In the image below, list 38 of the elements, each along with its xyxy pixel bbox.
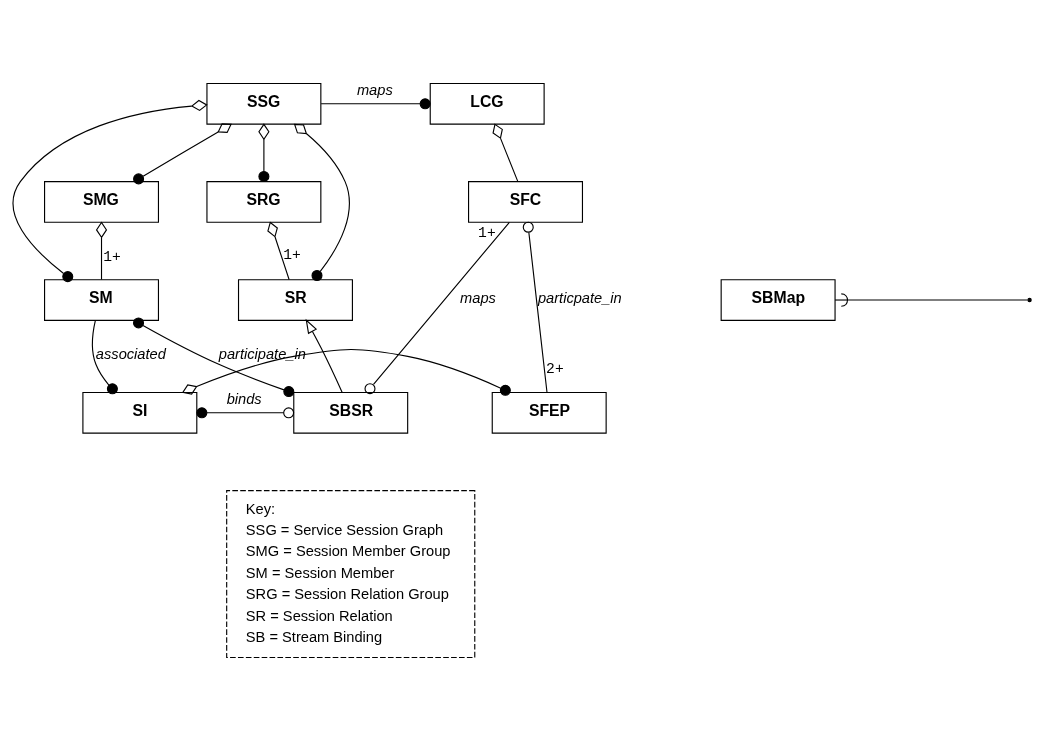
connector: [95, 220, 108, 280]
label: 1+: [478, 224, 496, 241]
connector: [133, 316, 295, 397]
node-box: SBSR: [293, 391, 409, 434]
edge-label: particpate_in: [537, 289, 622, 306]
edge-label: associated: [95, 345, 166, 362]
arrow: [305, 318, 343, 393]
label: 1+: [103, 248, 121, 265]
connector: [196, 406, 295, 418]
edge-label: maps: [460, 289, 496, 306]
connector: [492, 122, 519, 182]
edge-label: maps: [356, 81, 393, 98]
connector: [293, 123, 350, 281]
node-box: SM: [44, 278, 160, 321]
connector: [320, 97, 431, 109]
node-box: SI: [82, 391, 198, 434]
node-box: SRG: [206, 180, 322, 223]
connector: [267, 220, 290, 280]
connector: [522, 221, 548, 393]
edge-label: binds: [226, 390, 262, 407]
label: 2+: [546, 360, 564, 377]
node-box: SFC: [468, 180, 584, 223]
connector: [181, 348, 511, 396]
edge-label: participate_in: [218, 345, 306, 362]
node-box: Key: SSG = Service Session Graph SMG = Session Member Group SM = Session Member SRG = Session Relation Group SR = Session Relation SB = Stream Binding: [226, 489, 476, 658]
node-box: LCG: [429, 82, 545, 125]
node-box: SBMap: [720, 278, 836, 321]
connector: [12, 99, 208, 282]
connector: [364, 221, 510, 394]
node-box: SMG: [44, 180, 160, 223]
connector: [834, 292, 1029, 307]
connector: [91, 319, 118, 394]
node-box: SR: [237, 278, 353, 321]
connector: [133, 122, 232, 184]
connector: [258, 122, 270, 182]
node-box: SSG: [206, 82, 322, 125]
node-box: SFEP: [491, 391, 607, 434]
label: 1+: [283, 246, 301, 263]
